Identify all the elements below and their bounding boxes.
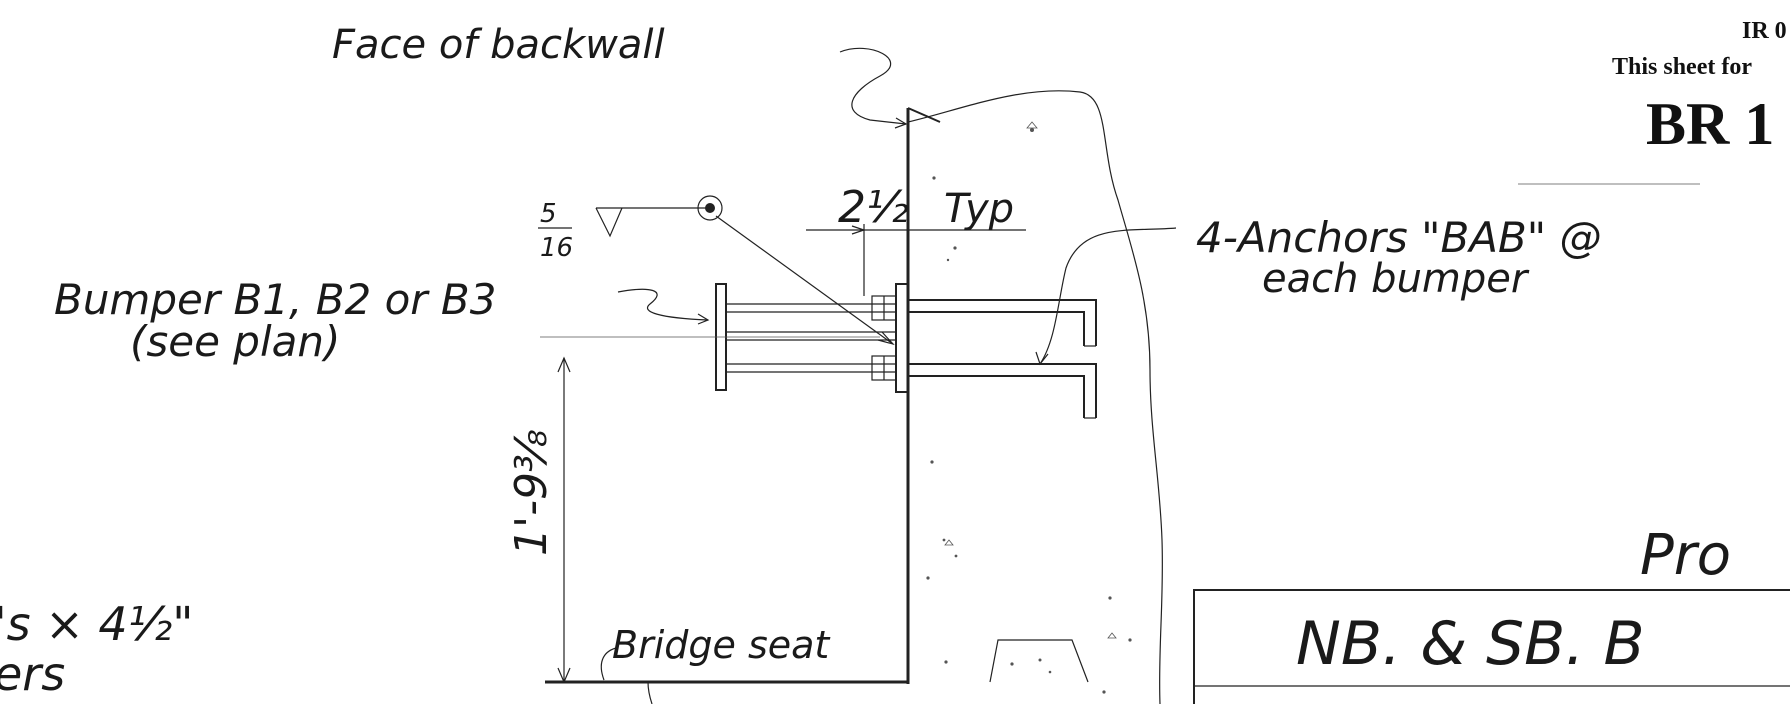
bearing-pedestal	[989, 639, 1089, 683]
face-leader	[839, 47, 907, 125]
backwall-break-line	[907, 90, 1164, 705]
weld-size-denominator: 16	[540, 233, 573, 263]
bumper-leader	[617, 288, 709, 321]
anchor-upper	[908, 299, 1097, 346]
height-dim-label: 1'-9⅜	[506, 429, 557, 556]
see-plan-label: (see plan)	[130, 317, 340, 366]
anchor-upper-inner	[908, 311, 1085, 346]
bumper-label: Bumper B1, B2 or B3	[54, 275, 496, 324]
bridge-seat	[545, 639, 1089, 705]
anchors-label-line1: 4-Anchors "BAB" @	[1196, 213, 1601, 262]
leaders	[595, 47, 1177, 681]
anchor-lower	[908, 363, 1097, 418]
anchor-lower-inner	[908, 375, 1085, 418]
weld-size-numerator: 5	[540, 199, 557, 229]
height-dim-arrow-bottom	[557, 667, 571, 684]
backwall	[906, 90, 1164, 705]
title-block	[1193, 183, 1790, 709]
title-block-frame	[1193, 589, 1790, 709]
seat-step	[647, 681, 653, 705]
bridge-name-label: NB. & SB. B	[1296, 609, 1645, 679]
sheet-for-label: This sheet for	[1612, 54, 1752, 80]
base-plate	[895, 283, 909, 393]
bridge-seat-label: Bridge seat	[612, 623, 831, 667]
weld-symbol	[595, 207, 623, 238]
left-partial-label-2: ers	[0, 647, 65, 701]
typ-dim-value: 2½	[838, 182, 909, 233]
dimensions	[540, 224, 1026, 684]
seat-leader	[600, 647, 617, 681]
ir-code: IR 0	[1742, 18, 1787, 44]
face-of-backwall-label: Face of backwall	[332, 22, 665, 68]
weld-all-around	[697, 195, 723, 221]
anchors-label-line2: each bumper	[1262, 256, 1530, 302]
br-number: BR 1	[1646, 91, 1774, 157]
bumper-assembly	[715, 283, 1097, 419]
anchors-leader	[1039, 227, 1177, 365]
left-partial-label-1: 's × 4½"	[0, 597, 193, 651]
project-label: Pro	[1640, 523, 1731, 588]
backwall-top-corner	[907, 107, 941, 123]
typ-dim-label: Typ	[944, 186, 1014, 232]
weld-leader	[715, 215, 894, 345]
height-dim-arrow-top	[557, 356, 571, 373]
